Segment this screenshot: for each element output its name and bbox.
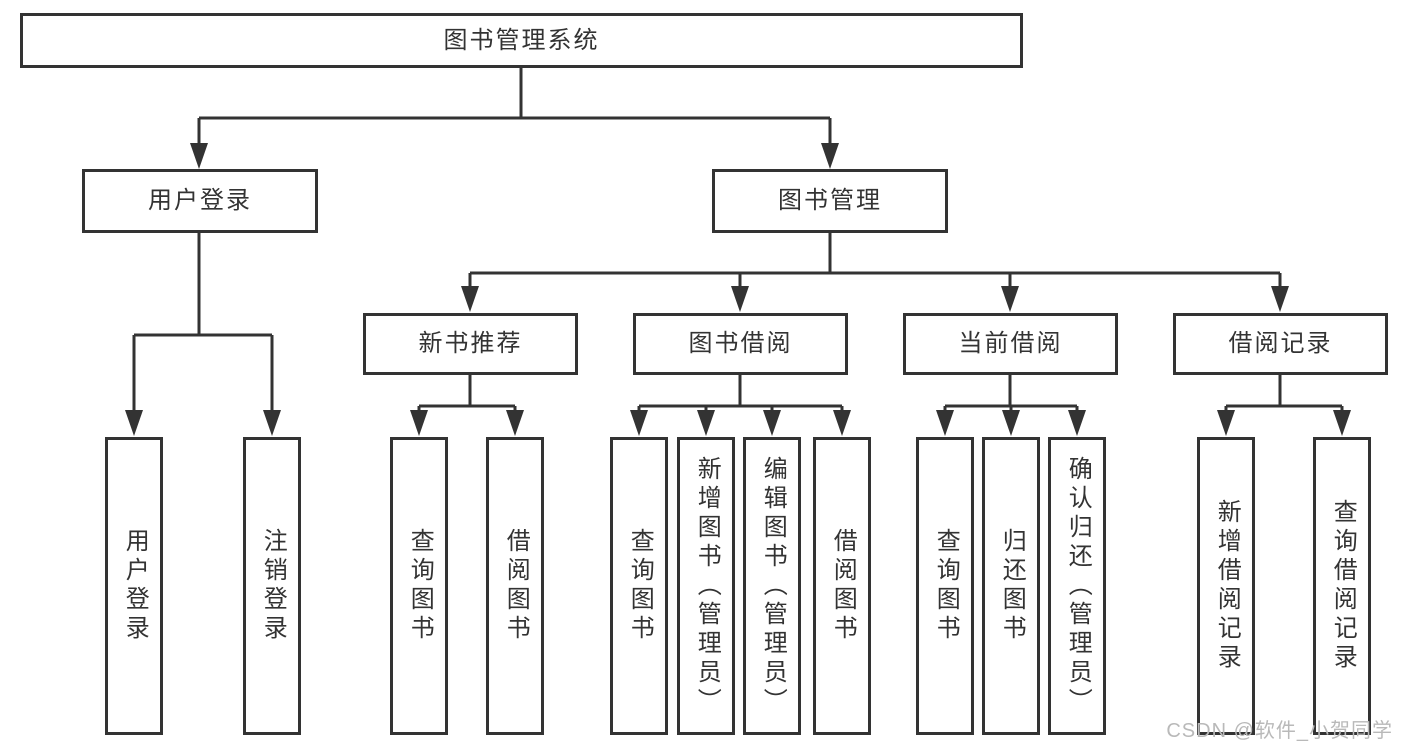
- leaf-edit-books-admin: 编辑图书（管理员）: [743, 437, 801, 735]
- node-label: 新增图书（管理员）: [693, 455, 721, 717]
- node-borrowing-records: 借阅记录: [1173, 313, 1388, 375]
- arrow-down-icon: [763, 410, 781, 436]
- leaf-query-borrow-record: 查询借阅记录: [1313, 437, 1371, 735]
- node-label: 查询图书: [406, 528, 434, 644]
- arrow-down-icon: [630, 410, 648, 436]
- arrow-down-icon: [190, 143, 208, 169]
- node-user-login: 用户登录: [82, 169, 318, 233]
- node-label: 借阅图书: [502, 528, 530, 644]
- leaf-add-borrow-record: 新增借阅记录: [1197, 437, 1255, 735]
- node-book-borrowing: 图书借阅: [633, 313, 848, 375]
- arrow-down-icon: [1001, 286, 1019, 312]
- node-label: 图书管理系统: [443, 26, 600, 54]
- node-system-root: 图书管理系统: [20, 13, 1023, 68]
- node-label: 确认归还（管理员）: [1064, 455, 1092, 717]
- node-label: 查询借阅记录: [1329, 499, 1357, 673]
- node-label: 归还图书: [998, 528, 1026, 644]
- node-label: 编辑图书（管理员）: [759, 455, 787, 717]
- leaf-add-books-admin: 新增图书（管理员）: [677, 437, 735, 735]
- arrow-down-icon: [506, 410, 524, 436]
- arrow-down-icon: [936, 410, 954, 436]
- node-label: 用户登录: [121, 528, 149, 644]
- arrow-down-icon: [125, 410, 143, 436]
- leaf-query-books-current: 查询图书: [916, 437, 974, 735]
- node-label: 查询图书: [932, 528, 960, 644]
- arrow-down-icon: [821, 143, 839, 169]
- arrow-down-icon: [1068, 410, 1086, 436]
- arrow-down-icon: [410, 410, 428, 436]
- arrow-down-icon: [461, 286, 479, 312]
- node-label: 图书借阅: [688, 330, 793, 357]
- leaf-logout-login: 注销登录: [243, 437, 301, 735]
- arrow-down-icon: [1002, 410, 1020, 436]
- leaf-borrow-books-borrowing: 借阅图书: [813, 437, 871, 735]
- node-label: 查询图书: [626, 528, 654, 644]
- node-label: 借阅图书: [829, 528, 857, 644]
- leaf-return-books: 归还图书: [982, 437, 1040, 735]
- csdn-watermark: CSDN @软件_小贺同学: [1166, 720, 1393, 742]
- arrow-down-icon: [1333, 410, 1351, 436]
- node-label: 当前借阅: [958, 330, 1063, 357]
- leaf-query-books-borrowing: 查询图书: [610, 437, 668, 735]
- node-label: 借阅记录: [1228, 330, 1333, 357]
- node-label: 用户登录: [148, 187, 252, 214]
- node-label: 新增借阅记录: [1213, 499, 1241, 673]
- node-label: 注销登录: [259, 528, 287, 644]
- arrow-down-icon: [833, 410, 851, 436]
- arrow-down-icon: [1271, 286, 1289, 312]
- arrow-down-icon: [263, 410, 281, 436]
- arrow-down-icon: [731, 286, 749, 312]
- node-label: 新书推荐: [418, 330, 523, 357]
- node-new-book-recommend: 新书推荐: [363, 313, 578, 375]
- node-book-management: 图书管理: [712, 169, 948, 233]
- leaf-user-login: 用户登录: [105, 437, 163, 735]
- node-label: 图书管理: [778, 187, 882, 214]
- leaf-borrow-books-recommend: 借阅图书: [486, 437, 544, 735]
- leaf-query-books-recommend: 查询图书: [390, 437, 448, 735]
- node-current-borrowing: 当前借阅: [903, 313, 1118, 375]
- leaf-confirm-return-admin: 确认归还（管理员）: [1048, 437, 1106, 735]
- arrow-down-icon: [697, 410, 715, 436]
- arrow-down-icon: [1217, 410, 1235, 436]
